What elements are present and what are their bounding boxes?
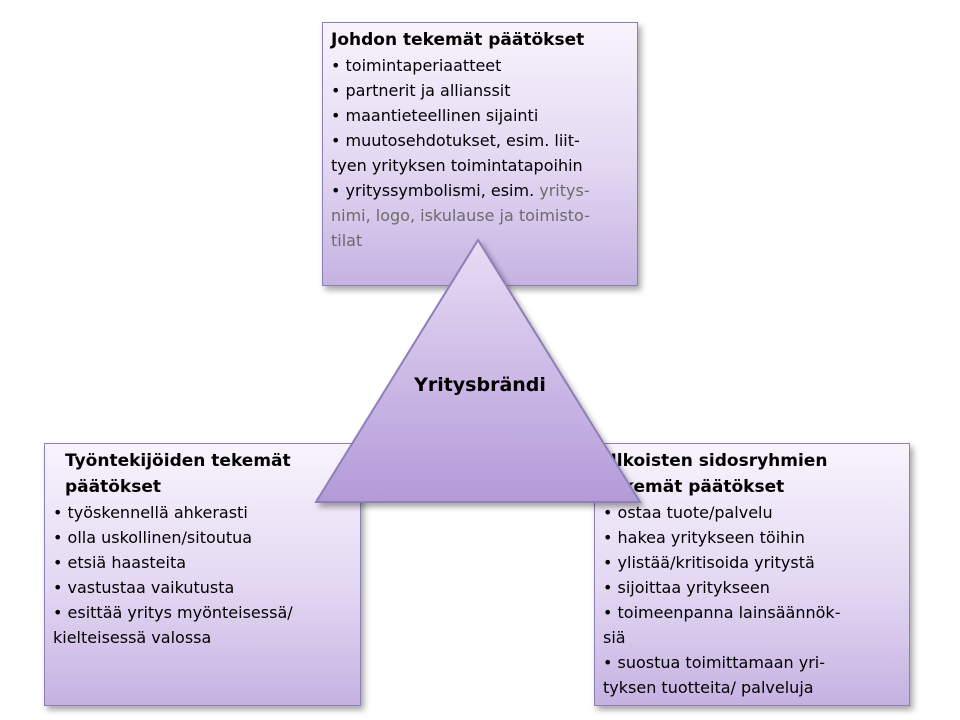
stakeholder-decisions-title: Ulkoisten sidosryhmien tekemät päätökset [603, 451, 828, 497]
management-decisions-list: • toimintaperiaatteet • partnerit ja all… [331, 53, 629, 253]
employee-decisions-list: • työskennellä ahkerasti • olla uskollin… [53, 500, 352, 650]
list-item: • partnerit ja allianssit [331, 81, 511, 100]
list-item: • esittää yritys myönteisessä/ kielteise… [53, 603, 293, 647]
management-decisions-title: Johdon tekemät päätökset [331, 30, 585, 50]
list-item: • työskennellä ahkerasti [53, 503, 248, 522]
list-item: • ostaa tuote/palvelu [603, 503, 773, 522]
list-item: • toimintaperiaatteet [331, 56, 502, 75]
stakeholder-decisions-list: • ostaa tuote/palvelu • hakea yritykseen… [603, 500, 901, 700]
list-item: • vastustaa vaikutusta [53, 578, 235, 597]
list-item: • olla uskollinen/sitoutua [53, 528, 253, 547]
list-item: • hakea yritykseen töihin [603, 528, 805, 547]
list-item: • suostua toimittamaan yri- tyksen tuott… [603, 653, 826, 697]
list-item-text: • yrityssymbolismi, esim. [331, 181, 540, 200]
employee-decisions-box: Työntekijöiden tekemät päätökset • työsk… [44, 443, 361, 706]
list-item: • yrityssymbolismi, esim. yritys- nimi, … [331, 178, 629, 253]
list-item: • toimeenpanna lainsäännök- siä [603, 603, 841, 647]
management-decisions-box: Johdon tekemät päätökset • toimintaperia… [322, 22, 638, 286]
list-item: • maantieteellinen sijainti [331, 106, 539, 125]
list-item: • muutosehdotukset, esim. liit- tyen yri… [331, 131, 583, 175]
list-item: • etsiä haasteita [53, 553, 187, 572]
list-item: • ylistää/kritisoida yritystä [603, 553, 815, 572]
employee-decisions-title: Työntekijöiden tekemät päätökset [65, 451, 291, 497]
list-item: • sijoittaa yritykseen [603, 578, 770, 597]
corporate-brand-label: Yritysbrändi [414, 374, 546, 396]
stakeholder-decisions-box: Ulkoisten sidosryhmien tekemät päätökset… [594, 443, 910, 706]
